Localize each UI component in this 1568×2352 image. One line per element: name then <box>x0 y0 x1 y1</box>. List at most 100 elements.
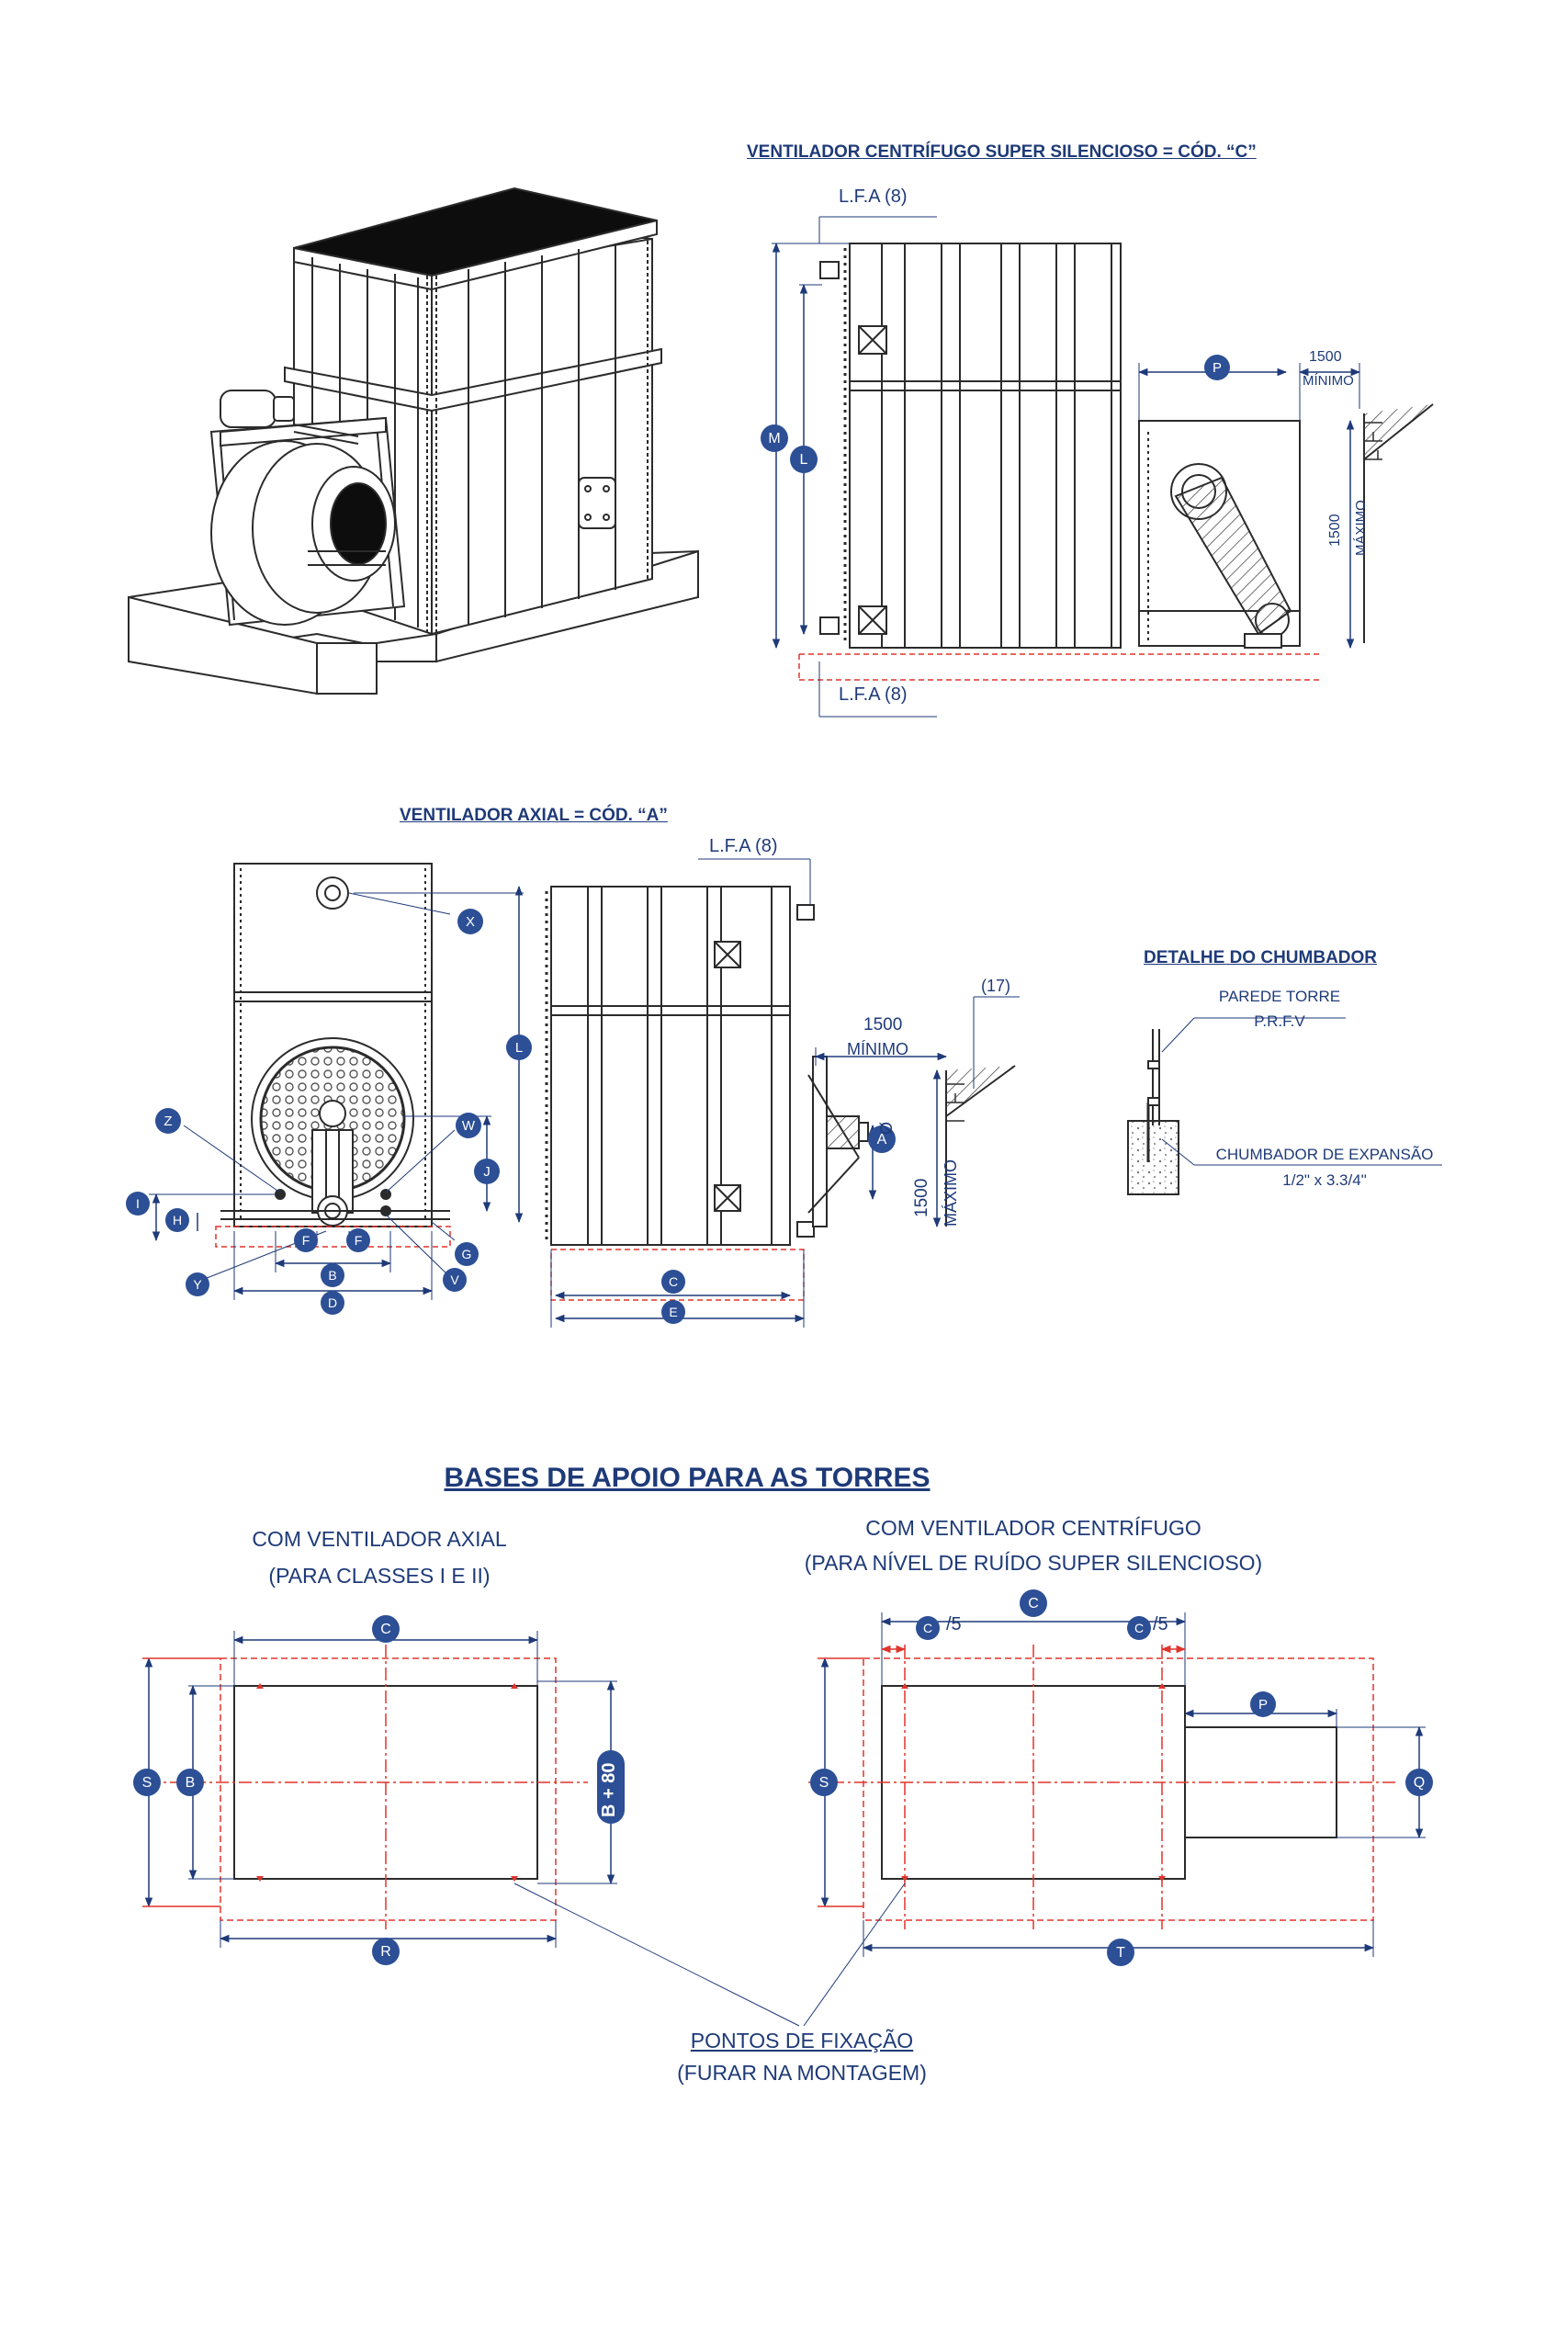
badge-e-letter: E <box>669 1305 677 1319</box>
badge-s-letter: S <box>142 1775 152 1791</box>
badge-y-letter: Y <box>193 1277 202 1292</box>
label-fix-line2: (FURAR NA MONTAGEM) <box>677 2061 927 2085</box>
axial-front-view <box>220 863 450 1227</box>
badge-p <box>1250 1691 1276 1717</box>
label-c-fifth-right: /5 <box>1153 1614 1168 1634</box>
badge-b <box>321 1263 344 1287</box>
isometric-tower-view <box>128 187 699 695</box>
label-wall-line2: P.R.F.V <box>1254 1012 1305 1030</box>
badge-p-letter: P <box>1213 360 1222 376</box>
label-centr-base-line2: (PARA NÍVEL DE RUÍDO SUPER SILENCIOSO) <box>804 1551 1263 1575</box>
badge-s-letter: S <box>819 1775 829 1791</box>
badge-x-letter: X <box>466 914 475 930</box>
label-note-17: (17) <box>981 977 1011 995</box>
title-anchor-detail: DETALHE DO CHUMBADOR <box>1144 948 1378 967</box>
badge-h <box>165 1208 189 1232</box>
badge-t-letter: T <box>1116 1945 1125 1961</box>
badge-c-letter: C <box>1134 1621 1144 1635</box>
badge-h-letter: H <box>173 1213 182 1227</box>
badge-s <box>810 1769 838 1796</box>
badge-l <box>506 1035 532 1060</box>
label-axial-base-line2: (PARA CLASSES I E II) <box>268 1564 491 1588</box>
badge-l-letter: L <box>800 452 808 468</box>
label-c-fifth-left: /5 <box>946 1614 962 1634</box>
badge-g <box>455 1242 479 1266</box>
badge-f <box>346 1228 370 1252</box>
base-plan-axial <box>142 1631 617 1948</box>
centrifugal-side-view <box>819 243 1434 649</box>
label-1500-max-centr: 1500 <box>1327 514 1343 547</box>
label-1500-min-axial: 1500 <box>863 1015 903 1035</box>
badge-p <box>1204 355 1230 380</box>
label-bolt-line2: 1/2" x 3.3/4" <box>1282 1171 1367 1189</box>
label-1500-min-centr: 1500 <box>1309 349 1342 365</box>
badge-i-letter: I <box>136 1196 140 1211</box>
badge-d <box>321 1291 344 1315</box>
badge-c-letter: C <box>669 1274 678 1289</box>
label-lfa-top: L.F.A (8) <box>839 187 908 207</box>
badge-c-letter: C <box>1028 1596 1039 1611</box>
badge-c <box>661 1270 685 1294</box>
label-minimo-centr: MÍNIMO <box>1303 373 1354 389</box>
label-wall-line1: PAREDE TORRE <box>1218 988 1341 1005</box>
title-bases: BASES DE APOIO PARA AS TORRES <box>444 1463 931 1493</box>
badge-s <box>133 1769 161 1796</box>
badge-b-letter: B <box>328 1268 336 1283</box>
fixing-points-leaders <box>513 1883 906 2027</box>
badge-b-plus-80 <box>597 1750 625 1824</box>
badge-g-letter: G <box>462 1247 472 1261</box>
title-centrifugal: VENTILADOR CENTRÍFUGO SUPER SILENCIOSO =… <box>747 142 1257 162</box>
badge-e <box>661 1300 685 1324</box>
badge-v-letter: V <box>450 1272 459 1287</box>
base-plan-centrifugal <box>808 1612 1426 1957</box>
badge-c <box>916 1616 940 1640</box>
badge-q <box>1405 1769 1433 1796</box>
badge-c <box>1020 1589 1047 1617</box>
label-diameter: Ø <box>877 1121 896 1135</box>
badge-j <box>474 1159 500 1184</box>
badge-r <box>372 1938 400 1965</box>
badge-z-letter: Z <box>164 1114 172 1129</box>
badge-y <box>186 1272 209 1296</box>
badge-w-letter: W <box>462 1118 476 1134</box>
badge-q-letter: Q <box>1414 1775 1425 1791</box>
label-fix-line1: PONTOS DE FIXAÇÃO <box>690 2029 914 2052</box>
badge-l <box>790 446 818 473</box>
badge-c-letter: C <box>923 1621 932 1635</box>
label-minimo-axial: MÍNIMO <box>847 1040 908 1058</box>
label-b-plus-80: B + 80 <box>599 1762 619 1817</box>
badge-l-letter: L <box>515 1040 523 1056</box>
axial-side-view <box>545 886 1016 1246</box>
badge-c <box>372 1615 400 1643</box>
badge-c <box>1127 1616 1151 1640</box>
badge-p-letter: P <box>1258 1697 1268 1713</box>
badge-z <box>155 1108 181 1134</box>
badge-r-letter: R <box>380 1944 391 1960</box>
badge-b <box>176 1769 204 1796</box>
badge-v <box>443 1268 467 1292</box>
badge-j-letter: J <box>483 1164 491 1180</box>
label-maximo-centr: MÁXIMO <box>1353 500 1369 556</box>
anchor-detail <box>1127 1029 1179 1195</box>
label-maximo-axial: MÁXIMO <box>942 1159 960 1227</box>
badge-t <box>1107 1939 1134 1966</box>
badge-w <box>456 1113 481 1138</box>
label-axial-base-line1: COM VENTILADOR AXIAL <box>252 1527 507 1551</box>
badge-f-letter: F <box>355 1233 363 1248</box>
badge-b-letter: B <box>186 1775 196 1791</box>
label-bolt-line1: CHUMBADOR DE EXPANSÃO <box>1215 1146 1434 1163</box>
label-1500-max-axial: 1500 <box>912 1178 931 1217</box>
label-centr-base-line1: COM VENTILADOR CENTRÍFUGO <box>865 1516 1201 1540</box>
badge-c-letter: C <box>380 1622 391 1637</box>
badge-m <box>761 424 788 452</box>
badge-a <box>868 1125 896 1153</box>
badge-a-letter: A <box>877 1132 887 1148</box>
badge-i <box>126 1192 150 1216</box>
badge-m-letter: M <box>768 431 780 447</box>
badge-f-letter: F <box>302 1233 310 1248</box>
anchor-leaders <box>1161 1017 1442 1166</box>
label-lfa-bottom: L.F.A (8) <box>839 684 908 705</box>
badge-x <box>457 909 483 934</box>
